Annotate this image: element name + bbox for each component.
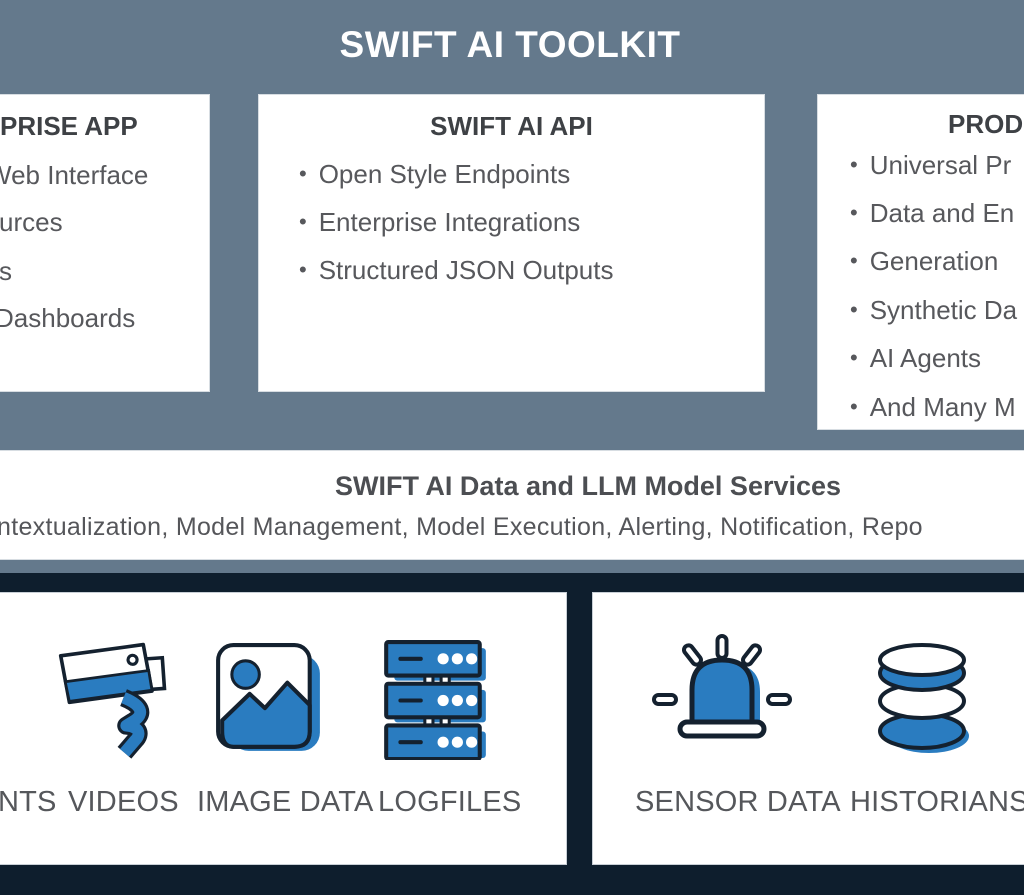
bullet-icon: • [299,161,307,186]
products-header: PROD [948,109,1024,139]
swift-ai-api-item: • Open Style Endpoints [299,159,570,189]
enterprise-app-item: s [0,256,12,286]
bullet-icon: • [850,345,858,370]
products-item: • Synthetic Da [850,295,1017,325]
item-label: Enterprise Integrations [318,207,581,237]
source-label: HISTORIANS [850,786,1024,818]
enterprise-app-item: Dashboards [0,303,136,333]
source-label: VIDEOS [68,786,179,818]
item-label: Generation [869,246,999,276]
siren-icon [652,634,792,756]
database-icon [874,638,974,760]
item-label: Universal Pr [869,150,1012,180]
source-label: NTS [0,786,57,818]
products-item: • Data and En [850,198,1014,228]
card-swift-ai-api [258,94,765,392]
item-label: And Many M [869,392,1016,422]
enterprise-app-header: PRISE APP [0,111,138,141]
products-item: • AI Agents [850,343,981,373]
source-label: IMAGE DATA [197,786,374,818]
bullet-icon: • [850,394,858,419]
bullet-icon: • [850,200,858,225]
swift-ai-api-item: • Structured JSON Outputs [299,255,614,285]
cctv-camera-icon [50,638,170,760]
services-band-title: SWIFT AI Data and LLM Model Services [334,471,842,501]
services-band-subtitle: ntextualization, Model Management, Model… [0,513,923,541]
item-label: Open Style Endpoints [318,159,571,189]
enterprise-app-item: urces [0,207,63,237]
bullet-icon: • [299,209,307,234]
products-item: • And Many M [850,392,1016,422]
products-item: • Generation [850,246,998,276]
item-label: AI Agents [869,343,982,373]
swift-ai-api-header: SWIFT AI API [430,111,593,141]
bullet-icon: • [850,248,858,273]
bullet-icon: • [299,257,307,282]
item-label: Data and En [869,198,1015,228]
swift-ai-api-item: • Enterprise Integrations [299,207,580,237]
page-title: SWIFT AI TOOLKIT [339,24,681,65]
card-products [817,94,1024,430]
server-stack-icon [384,640,486,760]
item-label: Synthetic Da [869,295,1018,325]
source-label: LOGFILES [378,786,522,818]
image-icon [216,643,322,757]
item-label: Structured JSON Outputs [318,255,614,285]
enterprise-app-item: Web Interface [0,160,149,190]
products-item: • Universal Pr [850,150,1011,180]
source-label: SENSOR DATA [635,786,841,818]
bullet-icon: • [850,152,858,177]
card-enterprise-app [0,94,210,392]
services-band [0,450,1024,560]
bullet-icon: • [850,297,858,322]
